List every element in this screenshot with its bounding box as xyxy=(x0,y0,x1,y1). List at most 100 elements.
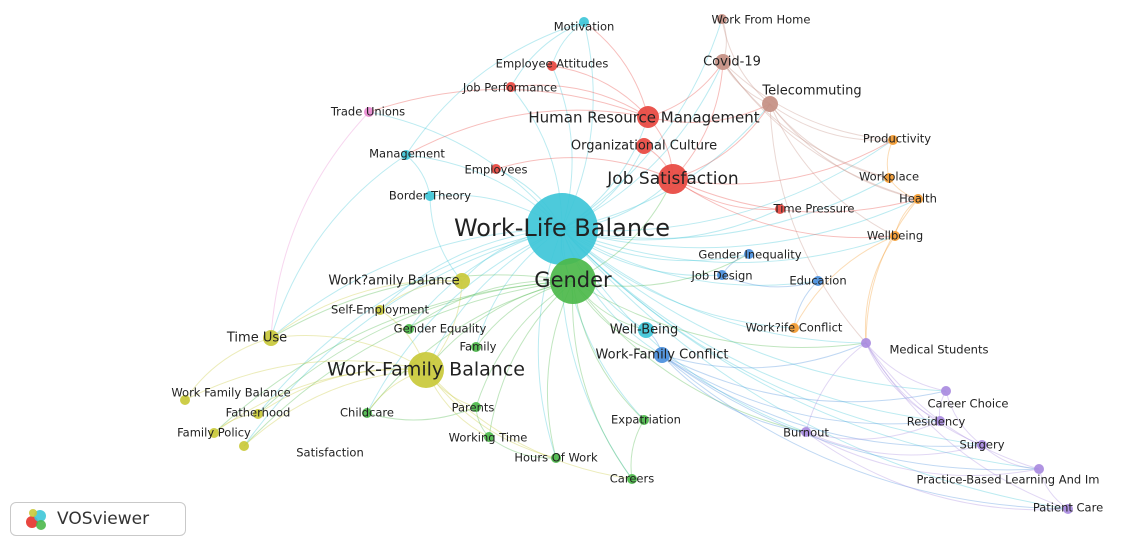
link-gender-burnout xyxy=(572,280,807,433)
node-patient_care[interactable] xyxy=(1063,504,1073,514)
node-work_from_home[interactable] xyxy=(717,14,727,24)
network-edges xyxy=(184,18,1069,511)
node-wfamb[interactable] xyxy=(454,273,470,289)
node-surgery[interactable] xyxy=(977,440,987,450)
node-careers[interactable] xyxy=(627,474,637,484)
link-telecommuting-workplace xyxy=(769,103,890,179)
link-medical_students-career_choice xyxy=(865,342,947,392)
link-border_theory-wfamb xyxy=(429,195,463,282)
vosviewer-badge[interactable]: VOSviewer xyxy=(10,502,186,536)
label-job_design: Job Design xyxy=(690,269,752,283)
link-wfc-patient_care xyxy=(661,354,1069,510)
label-time_use: Time Use xyxy=(226,331,287,346)
link-job_satisfaction-productivity xyxy=(672,139,894,185)
link-wfc-burnout xyxy=(661,354,807,433)
link-telecommuting-health xyxy=(769,103,919,200)
network-nodes xyxy=(180,14,1073,514)
label-well_being: Well-Being xyxy=(610,323,679,338)
node-time_use[interactable] xyxy=(263,330,279,346)
label-covid19: Covid-19 xyxy=(703,55,761,70)
node-employees[interactable] xyxy=(491,164,501,174)
link-burnout-residency xyxy=(805,420,941,440)
link-medical_students-surgery xyxy=(865,342,983,446)
node-childcare[interactable] xyxy=(362,408,372,418)
node-education[interactable] xyxy=(813,276,823,286)
link-wlb-career_choice xyxy=(561,228,947,392)
link-wfc-surgery xyxy=(661,354,983,447)
label-management: Management xyxy=(369,147,445,161)
link-wlb-residency xyxy=(561,228,941,422)
link-wlb-wellbeing xyxy=(561,228,896,264)
link-working_time-hours_of_work xyxy=(488,436,557,459)
link-job_satisfaction-health xyxy=(672,178,919,213)
node-parents[interactable] xyxy=(471,402,481,412)
link-burnout-patient_care xyxy=(805,431,1069,511)
node-health[interactable] xyxy=(913,194,923,204)
link-time_use-work_family_balance2 xyxy=(184,337,272,401)
node-well_being[interactable] xyxy=(638,322,654,338)
node-residency[interactable] xyxy=(935,416,945,426)
node-burnout[interactable] xyxy=(801,427,811,437)
link-hrm-telecommuting xyxy=(647,103,771,123)
node-border_theory[interactable] xyxy=(425,191,435,201)
node-family_policy[interactable] xyxy=(209,428,219,438)
node-career_choice[interactable] xyxy=(941,386,951,396)
label-expatriation: Expatriation xyxy=(611,413,681,427)
vosviewer-logo-icon xyxy=(26,509,46,530)
node-gender[interactable] xyxy=(550,258,596,304)
node-wlb[interactable] xyxy=(526,193,598,265)
label-residency: Residency xyxy=(907,415,966,429)
link-job_design-education xyxy=(721,274,819,288)
node-family[interactable] xyxy=(471,342,481,352)
link-wlb-pbl xyxy=(561,228,1040,470)
node-org_culture[interactable] xyxy=(636,138,652,154)
node-management[interactable] xyxy=(401,150,411,160)
node-wellbeing[interactable] xyxy=(890,231,900,241)
node-telecommuting[interactable] xyxy=(762,96,778,112)
node-employee_attitudes[interactable] xyxy=(547,61,557,71)
link-gender-satisfaction xyxy=(243,280,574,447)
label-health: Health xyxy=(899,192,937,206)
node-productivity[interactable] xyxy=(888,135,898,145)
link-wfb-fatherhood xyxy=(257,368,427,415)
link-hrm-employee_attitudes xyxy=(551,65,649,118)
node-working_time[interactable] xyxy=(484,432,494,442)
node-self_employment[interactable] xyxy=(375,305,385,315)
link-gender-fatherhood xyxy=(257,280,574,415)
link-childcare-parents xyxy=(366,406,477,421)
link-wfb-hours_of_work xyxy=(425,369,557,459)
link-wlb-satisfaction xyxy=(243,228,563,447)
node-wfc[interactable] xyxy=(654,347,670,363)
node-workplace[interactable] xyxy=(884,173,894,183)
node-work_family_balance2[interactable] xyxy=(180,395,190,405)
label-wifec: Work?ife Conflict xyxy=(746,321,843,335)
link-covid19-workplace xyxy=(722,61,890,179)
node-pbl[interactable] xyxy=(1034,464,1044,474)
link-covid19-productivity xyxy=(722,61,894,141)
node-motivation[interactable] xyxy=(579,17,589,27)
node-covid19[interactable] xyxy=(715,54,731,70)
node-time_pressure[interactable] xyxy=(775,204,785,214)
node-medical_students[interactable] xyxy=(861,338,871,348)
node-fatherhood[interactable] xyxy=(253,409,263,419)
node-satisfaction[interactable] xyxy=(239,441,249,451)
link-career_choice-surgery xyxy=(945,390,983,446)
node-gender_equality[interactable] xyxy=(404,324,414,334)
node-trade_unions[interactable] xyxy=(364,107,374,117)
node-expatriation[interactable] xyxy=(639,415,649,425)
label-time_pressure: Time Pressure xyxy=(773,202,855,216)
link-burnout-surgery xyxy=(805,431,983,456)
node-job_satisfaction[interactable] xyxy=(658,164,688,194)
node-hours_of_work[interactable] xyxy=(551,453,561,463)
node-wfb[interactable] xyxy=(408,352,444,388)
node-gender_inequality[interactable] xyxy=(744,249,754,259)
node-job_performance[interactable] xyxy=(506,82,516,92)
label-workplace: Workplace xyxy=(859,170,919,184)
node-hrm[interactable] xyxy=(637,106,659,128)
node-job_design[interactable] xyxy=(717,270,727,280)
link-expatriation-careers xyxy=(630,419,645,480)
node-wifec[interactable] xyxy=(789,323,799,333)
link-gender-medical_students xyxy=(572,280,867,348)
link-wfc-career_choice xyxy=(661,354,947,403)
